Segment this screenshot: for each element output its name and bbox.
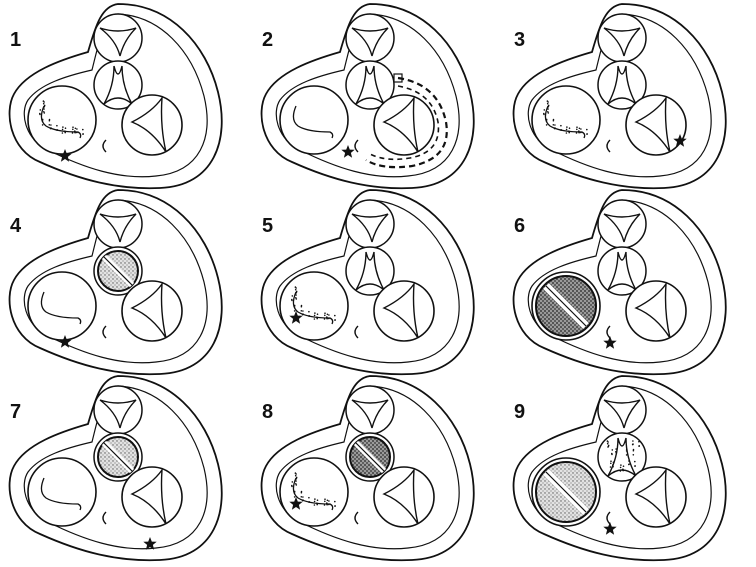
panel-7: 7 xyxy=(10,376,222,560)
left-valve-circle xyxy=(28,272,96,340)
top-valve-circle xyxy=(598,14,646,62)
star-icon xyxy=(603,522,616,535)
ostium-mark xyxy=(607,512,610,524)
ostium-mark xyxy=(355,140,358,152)
panel-4: 4 xyxy=(10,190,222,374)
panel-8: 8 xyxy=(262,376,474,560)
top-valve-circle xyxy=(94,386,142,434)
top-valve-circle xyxy=(94,200,142,248)
right-valve-circle xyxy=(374,467,434,527)
panel-number: 3 xyxy=(514,29,525,51)
ostium-mark xyxy=(103,140,106,152)
top-valve-circle xyxy=(598,200,646,248)
right-valve-circle xyxy=(626,467,686,527)
panel-2: 2 xyxy=(262,4,474,188)
top-valve-circle xyxy=(346,14,394,62)
panel-number: 1 xyxy=(10,29,21,51)
right-valve-circle xyxy=(626,281,686,341)
left-valve-circle xyxy=(280,458,348,526)
panel-6: 6 xyxy=(514,190,726,374)
panel-9: 9 xyxy=(514,376,726,560)
panel-1: 1 xyxy=(10,4,222,188)
panel-number: 8 xyxy=(262,401,273,423)
top-valve-circle xyxy=(346,200,394,248)
ostium-mark xyxy=(103,326,106,338)
star-icon xyxy=(603,336,616,349)
right-valve-circle xyxy=(122,281,182,341)
right-valve-circle xyxy=(122,95,182,155)
right-valve-circle xyxy=(122,467,182,527)
left-valve-circle xyxy=(280,272,348,340)
panel-number: 5 xyxy=(262,215,273,237)
ostium-mark xyxy=(355,512,358,524)
top-valve-circle xyxy=(346,386,394,434)
right-valve-circle xyxy=(374,281,434,341)
right-valve-circle xyxy=(374,95,434,155)
ostium-mark xyxy=(355,326,358,338)
left-valve-circle xyxy=(532,86,600,154)
panel-number: 9 xyxy=(514,401,525,423)
ostium-mark xyxy=(607,326,610,338)
top-valve-circle xyxy=(94,14,142,62)
ostium-mark xyxy=(103,512,106,524)
panel-number: 6 xyxy=(514,215,525,237)
panel-3: 3 xyxy=(514,4,726,188)
right-valve-circle xyxy=(626,95,686,155)
left-valve-circle xyxy=(280,86,348,154)
left-valve-circle xyxy=(28,458,96,526)
star-icon xyxy=(341,145,354,158)
top-valve-circle xyxy=(598,386,646,434)
ostium-mark xyxy=(607,140,610,152)
panel-5: 5 xyxy=(262,190,474,374)
panel-number: 2 xyxy=(262,29,273,51)
panel-number: 4 xyxy=(10,215,22,237)
panel-number: 7 xyxy=(10,401,21,423)
left-valve-circle xyxy=(28,86,96,154)
